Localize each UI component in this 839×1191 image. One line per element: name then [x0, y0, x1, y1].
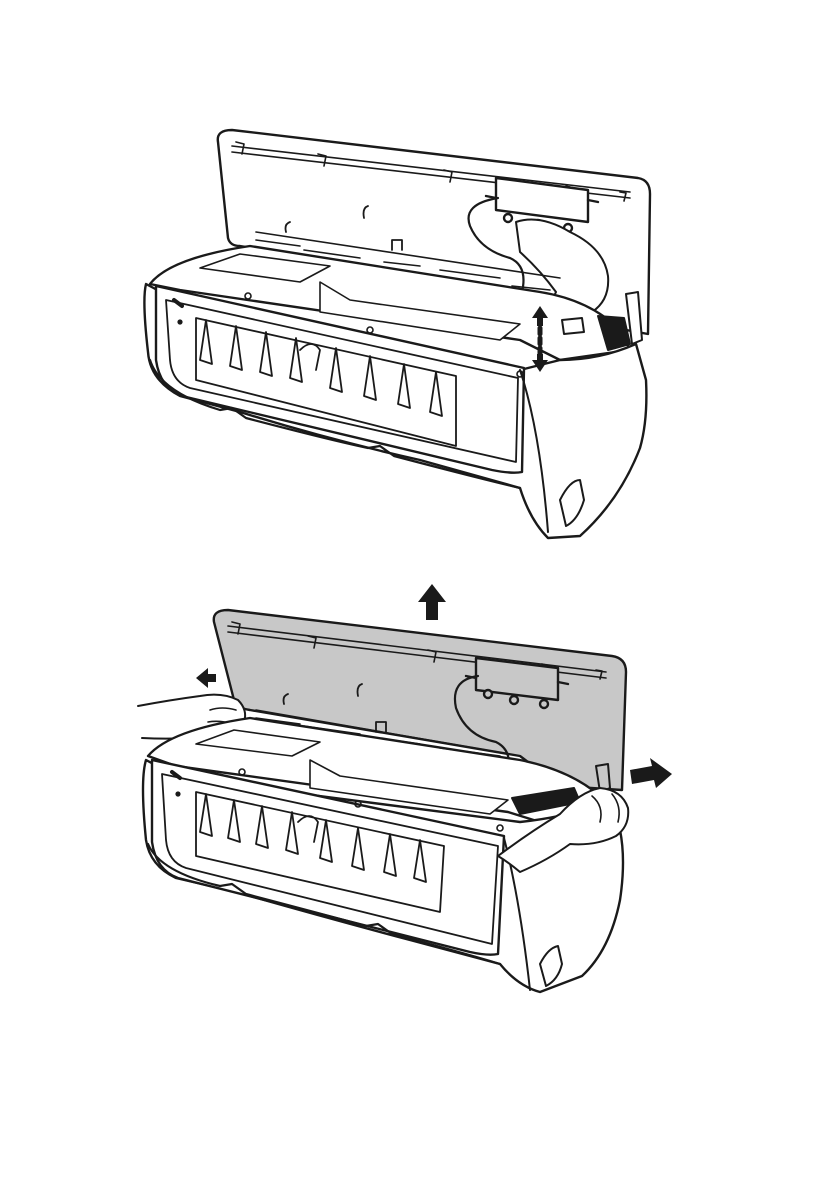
arrow-up — [418, 584, 446, 620]
cable-connector — [562, 318, 584, 334]
arrow-right — [630, 758, 672, 788]
illustration-unit-remove-panel — [0, 560, 839, 1191]
figure-remove-panel — [0, 560, 839, 1191]
illustration-unit-open-cable — [0, 0, 839, 560]
figure-detach-cable — [0, 0, 839, 560]
arrow-left — [196, 668, 216, 688]
